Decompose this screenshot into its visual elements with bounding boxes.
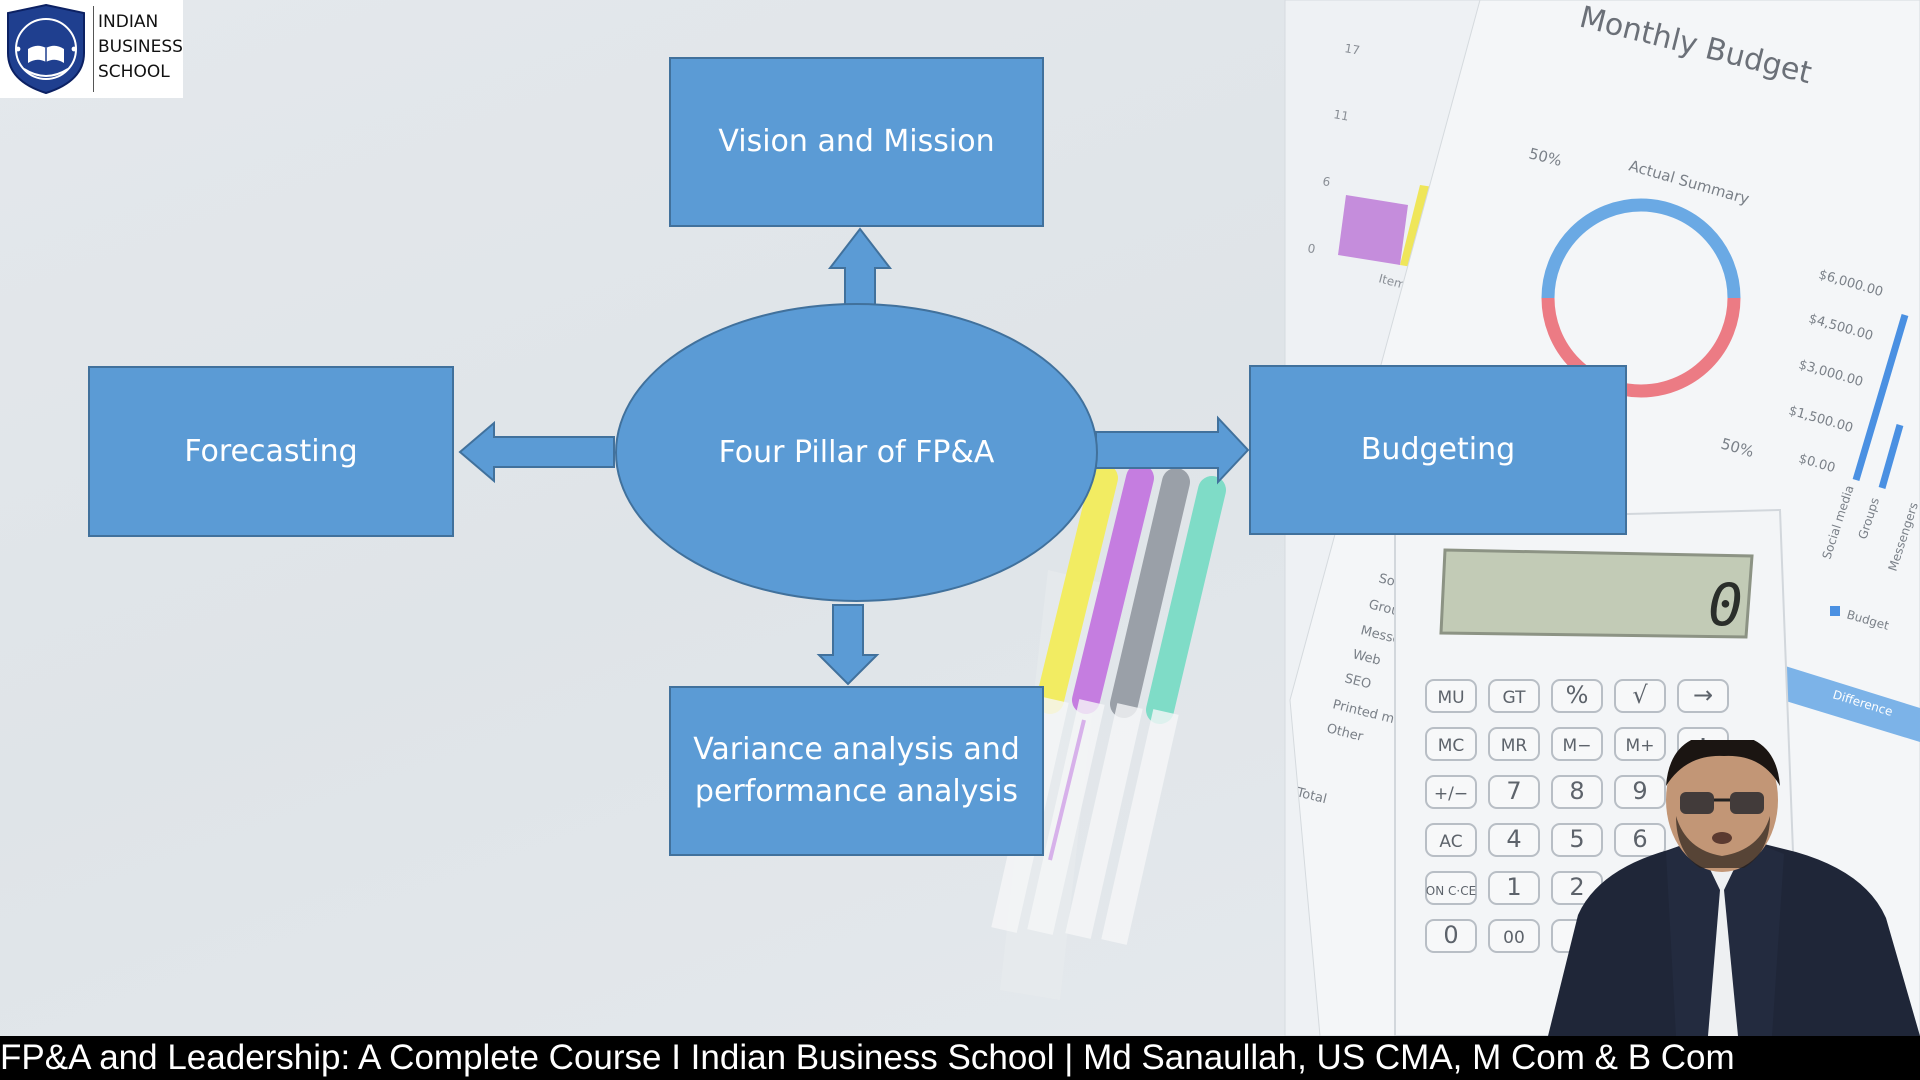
calculator-key-label: ON C·CE <box>1426 884 1476 898</box>
calculator-key: 4 <box>1488 823 1540 857</box>
calculator-key-label: 1 <box>1506 873 1521 901</box>
pillar-label: Vision and Mission <box>718 124 995 159</box>
glasses-left-lens <box>1680 792 1714 814</box>
pillar-label: Forecasting <box>184 433 358 469</box>
calculator-key-label: 7 <box>1506 777 1521 805</box>
sheet-list-item: Grou <box>1367 597 1401 619</box>
course-ticker: FP&A and Leadership: A Complete Course I… <box>0 1036 1920 1080</box>
center-label: Four Pillar of FP&A <box>718 435 995 470</box>
calculator-key: √ <box>1614 679 1666 713</box>
donut-red-arc <box>1541 297 1741 398</box>
sheet-tick-label: 0 <box>1306 241 1316 256</box>
calculator-key: % <box>1551 679 1603 713</box>
calculator-key-label: AC <box>1439 832 1462 852</box>
calculator-key-label: 00 <box>1503 928 1525 948</box>
calculator-key-label: M+ <box>1626 736 1655 756</box>
logo-line: BUSINESS <box>98 37 183 57</box>
calculator-key-label: 9 <box>1632 777 1647 805</box>
logo-text: INDIAN BUSINESS SCHOOL <box>98 10 183 85</box>
sheet-total-label: Total <box>1294 785 1328 807</box>
calculator-key: MC <box>1425 727 1477 761</box>
calculator-key-label: 2 <box>1569 873 1584 901</box>
calculator-key: M+ <box>1614 727 1666 761</box>
blue-bar <box>1878 424 1904 489</box>
presenter-face <box>1666 740 1778 872</box>
calculator-key: 1 <box>1488 871 1540 905</box>
calculator-key: 00 <box>1488 919 1540 953</box>
school-logo: INDIAN BUSINESS SCHOOL <box>0 0 183 98</box>
pillar-label-line: Variance analysis and <box>693 732 1020 767</box>
arrow-up <box>827 227 893 306</box>
pillar-budgeting: Budgeting <box>1249 365 1627 535</box>
calculator-key: 5 <box>1551 823 1603 857</box>
sheet-tick-label: 11 <box>1332 107 1349 123</box>
calculator-key-label: 5 <box>1569 825 1584 853</box>
calculator-key: GT <box>1488 679 1540 713</box>
calculator-key: 8 <box>1551 775 1603 809</box>
sheet-item-label: Item <box>1377 271 1407 292</box>
school-crest-icon <box>7 3 85 95</box>
pillar-forecasting: Forecasting <box>88 366 454 537</box>
calculator-key: ON C·CE <box>1425 871 1477 905</box>
presenter-hair <box>1666 740 1780 786</box>
calculator-key-label: GT <box>1503 688 1527 708</box>
calculator-key-label: 8 <box>1569 777 1584 805</box>
highlighter-markers <box>991 464 1226 1000</box>
calculator-key-label: √ <box>1632 681 1648 709</box>
calculator-key-label: M− <box>1563 736 1592 756</box>
marker-yellow <box>1036 464 1118 714</box>
calculator-key: M− <box>1551 727 1603 761</box>
difference-header <box>1776 665 1920 742</box>
calculator-key: 9 <box>1614 775 1666 809</box>
small-bar-purple <box>1338 195 1408 265</box>
pillar-label: Variance analysis and performance analys… <box>693 729 1020 813</box>
calculator-key-label: MU <box>1437 688 1464 708</box>
calculator-key-label: 6 <box>1632 825 1647 853</box>
logo-line: INDIAN <box>98 12 159 32</box>
calculator-display <box>1439 548 1754 639</box>
calculator-key: AC <box>1425 823 1477 857</box>
arrow-down <box>816 604 880 686</box>
calculator-key: MU <box>1425 679 1477 713</box>
sheet-list-item: Web <box>1351 647 1382 668</box>
calculator-key: 0 <box>1425 919 1477 953</box>
donut-blue-arc <box>1541 198 1741 299</box>
calculator-key-label: → <box>1693 681 1713 709</box>
arrow-right <box>1095 415 1250 485</box>
pillar-vision-mission: Vision and Mission <box>669 57 1044 227</box>
calculator-key-label: +/− <box>1434 784 1468 804</box>
calculator-key: 7 <box>1488 775 1540 809</box>
marker-gray <box>1110 468 1190 718</box>
calculator-display-value: 0 <box>1708 571 1743 639</box>
calculator-key-label: 4 <box>1506 825 1521 853</box>
calculator-key: 6 <box>1614 823 1666 857</box>
calculator-key: +/− <box>1425 775 1477 809</box>
blue-bar <box>1852 314 1909 481</box>
glasses-right-lens <box>1730 792 1764 814</box>
calculator-key-label: 0 <box>1443 921 1458 949</box>
logo-divider <box>93 6 94 92</box>
calculator-key-label: MR <box>1501 736 1528 756</box>
calculator-key: → <box>1677 679 1729 713</box>
center-ellipse: Four Pillar of FP&A <box>615 303 1098 602</box>
marker-purple <box>1072 464 1154 714</box>
pillar-label-line: performance analysis <box>694 774 1019 809</box>
marker-mint <box>1146 476 1226 724</box>
sheet-tick-label: 6 <box>1321 174 1331 189</box>
sheet-list-item: SEO <box>1343 671 1373 692</box>
calculator-key-label: % <box>1566 681 1589 709</box>
calculator-key: MR <box>1488 727 1540 761</box>
ticker-text: FP&A and Leadership: A Complete Course I… <box>0 1038 1735 1077</box>
calculator-key-label: MC <box>1438 736 1465 756</box>
pillar-variance-analysis: Variance analysis and performance analys… <box>669 686 1044 856</box>
pillar-label: Budgeting <box>1360 432 1516 467</box>
logo-line: SCHOOL <box>98 62 170 82</box>
diagram-arrows <box>458 227 1250 686</box>
arrow-left <box>458 420 615 484</box>
sheet-tick-label: 17 <box>1343 41 1360 57</box>
presenter-video <box>1548 740 1920 1036</box>
legend-swatch <box>1830 606 1840 616</box>
